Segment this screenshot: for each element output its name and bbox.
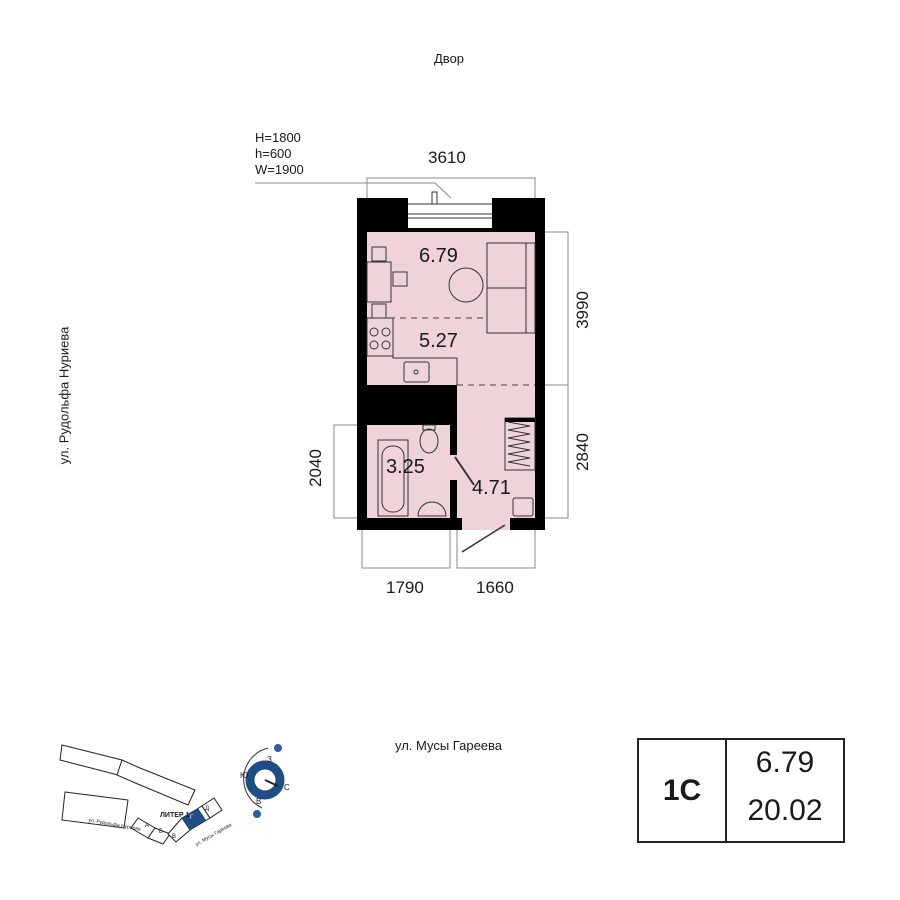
minimap-section-v: В xyxy=(172,834,177,840)
rug xyxy=(448,267,484,303)
street-left-label: ул. Рудольфа Нуриева xyxy=(56,326,72,465)
washbasin xyxy=(417,501,447,517)
compass-v: В xyxy=(256,797,262,806)
total-area: 20.02 xyxy=(747,794,823,827)
compass-z: З xyxy=(267,755,272,764)
toilet xyxy=(419,428,439,454)
room-area-kitchen: 5.27 xyxy=(419,330,458,352)
window xyxy=(408,198,492,228)
dim-bottom-left: 1790 xyxy=(386,578,424,597)
room-area-hall: 4.71 xyxy=(472,477,511,499)
sink xyxy=(403,361,430,383)
dim-top: 3610 xyxy=(428,148,466,167)
highlighted-section xyxy=(182,808,206,830)
room-area-bathroom: 3.25 xyxy=(386,456,425,478)
table xyxy=(366,261,392,303)
minimap-section-g: Г xyxy=(190,815,194,821)
window-height: H=1800 xyxy=(255,130,301,145)
sill-height: h=600 xyxy=(255,146,292,161)
window-spec: H=1800 h=600 W=1900 xyxy=(255,130,304,178)
minimap-section-b: Б xyxy=(159,829,163,835)
yard-label: Двор xyxy=(434,51,465,66)
compass xyxy=(243,744,285,818)
compass-yu: Ю xyxy=(240,771,249,780)
room-living-kitchen xyxy=(367,232,535,385)
dim-right-upper: 3990 xyxy=(573,291,592,329)
site-minimap xyxy=(59,744,223,845)
apartment-type: 1С xyxy=(639,740,727,841)
minimap-section-d: Д xyxy=(205,806,210,812)
living-area: 6.79 xyxy=(755,746,815,779)
window-width: W=1900 xyxy=(255,162,304,177)
minimap-section-a: А xyxy=(145,823,150,829)
street-bottom-label: ул. Мусы Гареева xyxy=(395,738,503,753)
bathtub xyxy=(377,439,409,517)
apartment-info-box: 1С 6.79 20.02 xyxy=(637,738,845,843)
compass-s: С xyxy=(284,783,290,792)
dim-left: 2040 xyxy=(306,449,325,487)
minimap-liter: ЛИТЕР 1 xyxy=(160,812,190,819)
dim-right-lower: 2840 xyxy=(573,433,592,471)
dim-bottom-right: 1660 xyxy=(476,578,514,597)
room-area-living: 6.79 xyxy=(419,245,458,267)
